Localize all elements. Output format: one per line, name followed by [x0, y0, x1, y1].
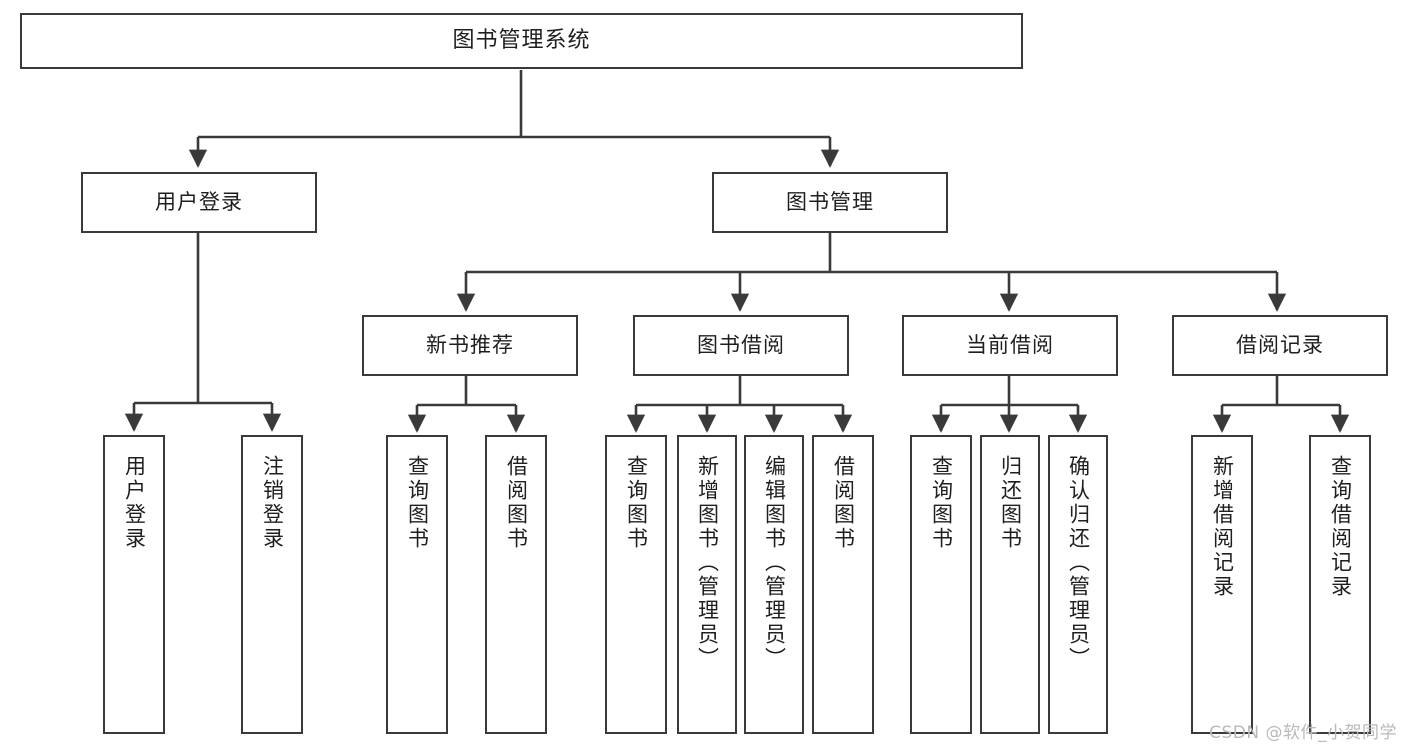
- leaf-logout-login[interactable]: 注销登录: [241, 435, 303, 734]
- leaf-borrow-book-borrow[interactable]: 借阅图书: [812, 435, 874, 734]
- node-borrow-record-label: 借阅记录: [1236, 333, 1324, 358]
- leaf-confirm-return-admin-label: 确认归还（管理员）: [1066, 455, 1091, 671]
- node-user-login[interactable]: 用户登录: [81, 172, 317, 233]
- node-current-borrow[interactable]: 当前借阅: [902, 315, 1118, 376]
- leaf-return-book[interactable]: 归还图书: [980, 435, 1040, 734]
- leaf-query-book-borrow-label: 查询图书: [624, 455, 649, 551]
- node-root-label: 图书管理系统: [452, 28, 591, 54]
- leaf-logout-login-label: 注销登录: [260, 455, 285, 551]
- node-new-book-recommend[interactable]: 新书推荐: [362, 315, 578, 376]
- node-book-borrow-label: 图书借阅: [697, 333, 785, 358]
- node-root-book-management-system[interactable]: 图书管理系统: [20, 13, 1023, 69]
- leaf-query-borrow-record-label: 查询借阅记录: [1328, 455, 1353, 599]
- leaf-return-book-label: 归还图书: [998, 455, 1023, 551]
- leaf-query-book-current[interactable]: 查询图书: [910, 435, 972, 734]
- leaf-query-book-recommend-label: 查询图书: [405, 455, 430, 551]
- leaf-borrow-book-borrow-label: 借阅图书: [831, 455, 856, 551]
- leaf-query-book-current-label: 查询图书: [929, 455, 954, 551]
- node-user-login-label: 用户登录: [155, 190, 243, 215]
- node-book-management[interactable]: 图书管理: [712, 172, 948, 233]
- leaf-borrow-book-recommend-label: 借阅图书: [504, 455, 529, 551]
- leaf-add-book-admin-label: 新增图书（管理员）: [695, 455, 720, 671]
- leaf-query-book-recommend[interactable]: 查询图书: [386, 435, 448, 734]
- leaf-query-borrow-record[interactable]: 查询借阅记录: [1309, 435, 1371, 734]
- node-book-borrow[interactable]: 图书借阅: [633, 315, 849, 376]
- leaf-user-login[interactable]: 用户登录: [103, 435, 165, 734]
- node-borrow-record[interactable]: 借阅记录: [1172, 315, 1388, 376]
- leaf-add-borrow-record-label: 新增借阅记录: [1210, 455, 1235, 599]
- leaf-borrow-book-recommend[interactable]: 借阅图书: [485, 435, 547, 734]
- node-current-borrow-label: 当前借阅: [966, 333, 1054, 358]
- node-book-management-label: 图书管理: [786, 190, 874, 215]
- leaf-query-book-borrow[interactable]: 查询图书: [605, 435, 667, 734]
- leaf-user-login-label: 用户登录: [122, 455, 147, 551]
- node-new-book-recommend-label: 新书推荐: [426, 333, 514, 358]
- leaf-add-book-admin[interactable]: 新增图书（管理员）: [677, 435, 737, 734]
- leaf-edit-book-admin-label: 编辑图书（管理员）: [762, 455, 787, 671]
- leaf-add-borrow-record[interactable]: 新增借阅记录: [1191, 435, 1253, 734]
- leaf-confirm-return-admin[interactable]: 确认归还（管理员）: [1048, 435, 1108, 734]
- leaf-edit-book-admin[interactable]: 编辑图书（管理员）: [744, 435, 804, 734]
